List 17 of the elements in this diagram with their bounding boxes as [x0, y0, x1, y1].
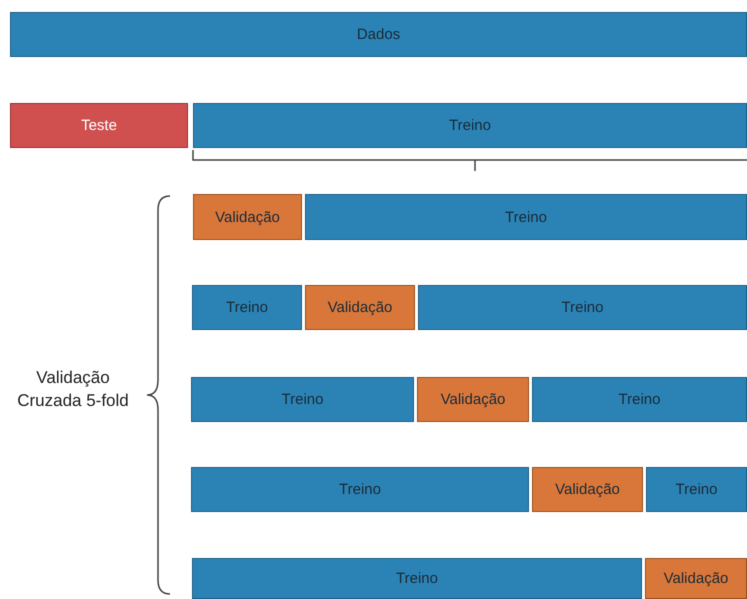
- validation-block: Validação: [305, 285, 415, 330]
- training-block: Treino: [532, 377, 747, 422]
- training-block: Treino: [305, 194, 747, 240]
- validation-block: Validação: [532, 467, 643, 512]
- training-block: Treino: [646, 467, 747, 512]
- training-block: Treino: [192, 558, 642, 599]
- training-block: Treino: [418, 285, 747, 330]
- training-block: Treino: [191, 377, 414, 422]
- training-block: Treino: [192, 285, 302, 330]
- validation-block: Validação: [417, 377, 529, 422]
- training-block: Treino: [193, 103, 747, 148]
- validation-block: Validação: [193, 194, 302, 240]
- test-block: Teste: [10, 103, 188, 148]
- brace-label: Validação Cruzada 5-fold: [16, 367, 130, 412]
- data-block: Dados: [10, 12, 747, 57]
- training-block: Treino: [191, 467, 529, 512]
- validation-block: Validação: [645, 558, 747, 599]
